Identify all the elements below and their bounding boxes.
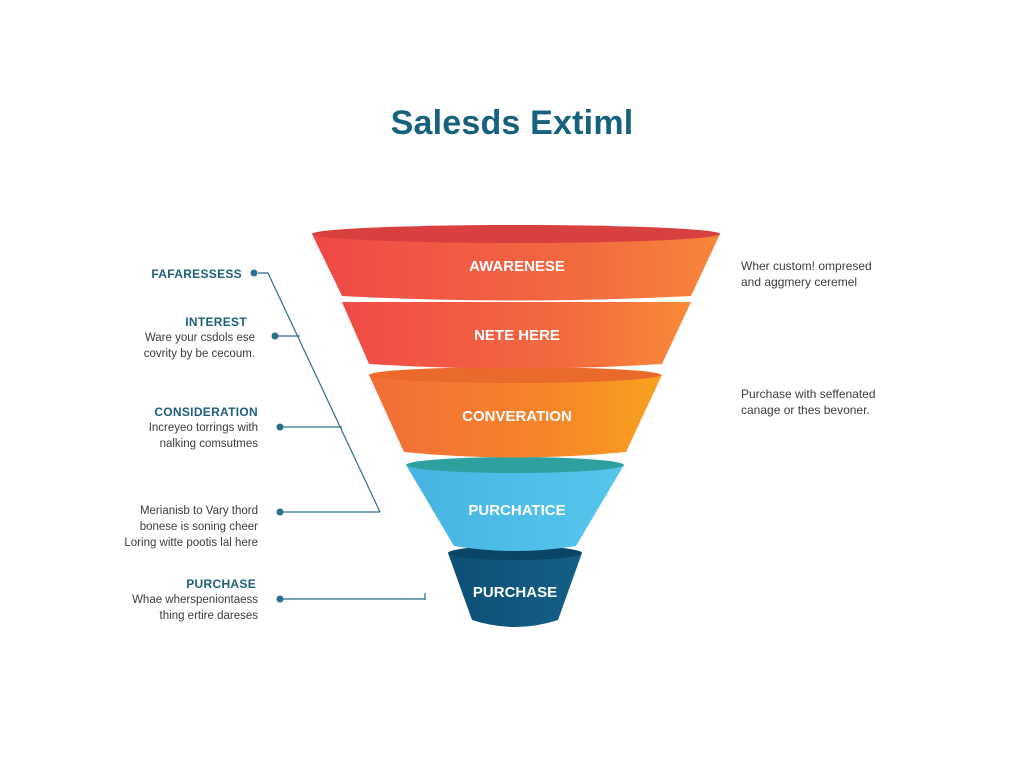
page-title: Salesds Extiml	[390, 104, 634, 142]
left-label-interest: INTEREST Ware your csdols ese covrity by…	[100, 314, 255, 362]
left-label-consideration: CONSIDERATION Increyeo torrings with nal…	[90, 404, 258, 452]
connector-dot	[276, 423, 284, 431]
left-label-heading: CONSIDERATION	[154, 405, 258, 419]
connector-dot	[276, 595, 284, 603]
right-note-2: Purchase with seffenated canage or thes …	[741, 386, 961, 418]
left-label-desc: bonese is soning cheer	[139, 521, 258, 533]
funnel-stage-3-rim	[369, 367, 661, 383]
left-label-awareness: FAFARESSESS	[100, 266, 242, 282]
funnel-stage-4	[406, 465, 624, 551]
funnel-stage-1-rim	[312, 225, 720, 243]
funnel-stage-4-rim	[406, 457, 624, 473]
funnel-stage-label: NETE HERE	[474, 327, 560, 344]
left-label-desc: Loring witte pootis lal here	[124, 537, 258, 549]
funnel-stage-2	[342, 302, 691, 369]
funnel-stage-label: CONVERATION	[462, 408, 572, 425]
funnel-stage-label: PURCHASE	[473, 584, 557, 601]
left-label-heading: PURCHASE	[186, 577, 256, 591]
right-note-line: canage or thes bevoner.	[741, 403, 870, 417]
left-label-heading: FAFARESSESS	[151, 267, 242, 281]
right-note-1: Wher custom! ompresed and aggmery cereme…	[741, 258, 961, 290]
left-label-intent: Merianisb to Vary thord bonese is soning…	[90, 503, 258, 551]
left-label-desc: Whae wherspeniontaess	[132, 594, 258, 606]
funnel-stage-label: AWARENESE	[469, 258, 565, 275]
connector-dot	[271, 332, 279, 340]
connector-line	[258, 272, 381, 513]
left-label-purchase: PURCHASE Whae wherspeniontaess thing ert…	[90, 576, 258, 624]
funnel-stage-3	[369, 375, 662, 458]
left-label-heading: INTEREST	[185, 315, 247, 329]
left-label-desc: Increyeo torrings with	[148, 422, 258, 434]
right-note-line: Wher custom! ompresed	[741, 259, 872, 273]
funnel-stage-5	[448, 553, 582, 627]
connector-dots	[250, 269, 284, 603]
right-note-line: Purchase with seffenated	[741, 387, 876, 401]
connector-dot	[250, 269, 258, 277]
left-label-desc: thing ertire dareses	[159, 610, 258, 622]
left-label-desc: covrity by be cecoum.	[143, 348, 255, 360]
funnel-stage-5-rim	[448, 546, 582, 560]
connector-dot	[276, 508, 284, 516]
left-label-desc: Ware your csdols ese	[144, 332, 255, 344]
right-note-line: and aggmery ceremel	[741, 275, 858, 289]
left-label-desc: Merianisb to Vary thord	[139, 505, 258, 517]
connector-lines	[258, 272, 426, 600]
left-label-desc: nalking comsutmes	[159, 438, 258, 450]
funnel-stage-label: PURCHATICE	[468, 502, 565, 519]
funnel-stage-1	[312, 234, 720, 301]
